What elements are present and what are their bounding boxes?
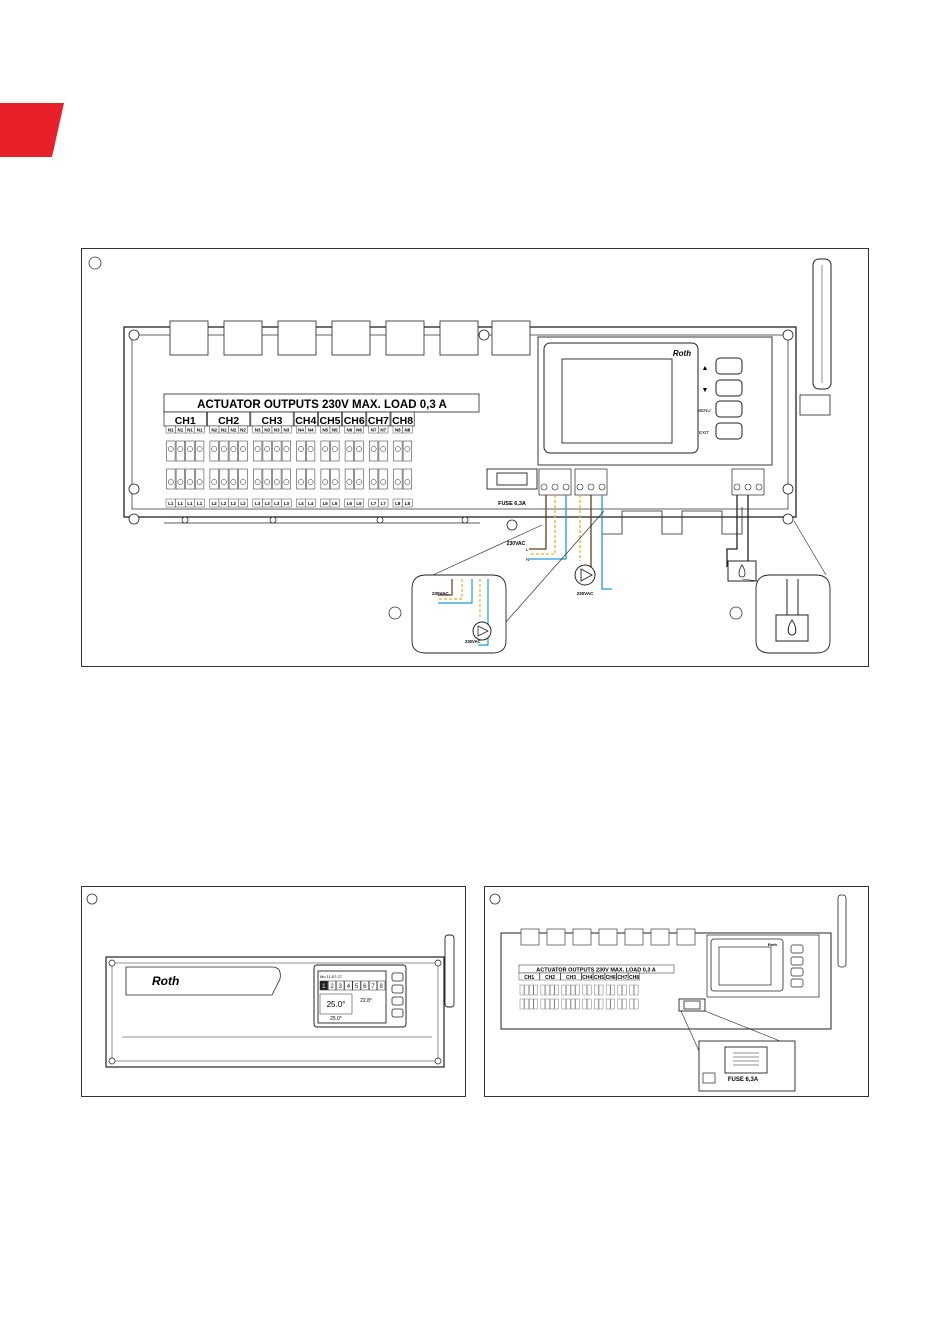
mini-channel-label: CH4 [582,975,592,981]
display-floor-temp: 25.0° [330,1016,342,1022]
n-terminal-label: N5 [332,428,338,433]
zone-number: 3 [339,984,343,990]
n-terminal-label: N3 [255,428,261,433]
n-terminal-label: N6 [356,428,362,433]
n-terminal-label: N4 [298,428,304,433]
l-terminal-label: L1 [168,501,174,506]
l-terminal-label: L4 [308,501,314,506]
l-terminal-label: L3 [255,501,261,506]
mini-channel-label: CH3 [566,975,576,981]
n-terminal-label: N1 [168,428,174,433]
l-terminal-label: L3 [284,501,290,506]
l-terminal-label: L3 [265,501,271,506]
l-terminal-label: L6 [356,501,362,506]
l-terminal-label: L2 [240,501,246,506]
figure-fuse-location: ACTUATOR OUTPUTS 230V MAX. LOAD 0,3 A CH… [484,886,869,1097]
mini-channel-label: CH5 [594,975,604,981]
channel-label-ch5: CH5 [319,415,340,427]
l-terminal-label: L8 [395,501,401,506]
n-terminal-label: N2 [231,428,237,433]
zone-number: 6 [363,984,367,990]
zone-number: 4 [347,984,351,990]
zone-number: 5 [355,984,359,990]
zone-number: 2 [330,984,334,990]
l-terminal-label: L5 [323,501,329,506]
zoom-pump-label: 230VAC [465,639,481,644]
closed-brand: Roth [152,974,179,988]
mini-channel-label: CH7 [617,975,627,981]
n-terminal-label: N7 [371,428,377,433]
channel-label-ch3: CH3 [261,415,282,427]
channel-label-ch1: CH1 [175,415,196,427]
n-terminal-label: N3 [284,428,290,433]
zone-number: 1 [322,984,326,990]
mini-channel-label: CH6 [606,975,616,981]
l-terminal-label: L3 [274,501,280,506]
n-terminal-label: N1 [197,428,203,433]
channel-label-ch6: CH6 [344,415,365,427]
n-terminal-label: N8 [395,428,401,433]
l-terminal-label: L8 [405,501,411,506]
supply-label: 230VAC [507,541,526,547]
mini-channel-label: CH8 [629,975,639,981]
l-terminal-label: L1 [187,501,193,506]
pump-label: 230VAC [577,591,594,596]
l-terminal-label: L2 [231,501,237,506]
mini-banner: ACTUATOR OUTPUTS 230V MAX. LOAD 0,3 A [536,968,655,974]
button-menu-label: MENU [697,408,710,413]
button-exit-label: EXIT [699,430,709,435]
mini-channel-label: CH1 [524,975,534,981]
n-terminal-label: N4 [308,428,314,433]
zoom-supply-label: 230VAC [432,591,449,596]
l-terminal-label: L1 [197,501,203,506]
figure-wiring-diagram: ACTUATOR OUTPUTS 230V MAX. LOAD 0,3 A CH… [81,248,869,667]
mini-channel-label: CH2 [545,975,555,981]
mini-display-brand: Roth [768,942,778,947]
display-time: Mo 11:07:27 [320,974,343,979]
l-terminal-label: L4 [298,501,304,506]
display-main-temp: 25.0° [327,1000,346,1009]
n-terminal-label: N1 [178,428,184,433]
zoom-pump-icon [472,621,492,641]
phase-l-label: L [526,547,529,552]
n-terminal-label: N1 [187,428,193,433]
zone-number: 7 [371,984,375,990]
channel-label-ch7: CH7 [368,415,389,427]
button-down-label: ▼ [702,387,709,394]
l-terminal-label: L2 [212,501,218,506]
zoom-fuse-label: FUSE 6,3A [728,1077,759,1083]
n-terminal-label: N2 [240,428,246,433]
boiler-icon [727,560,757,582]
l-terminal-label: L2 [221,501,227,506]
l-terminal-label: L7 [371,501,377,506]
n-terminal-label: N2 [221,428,227,433]
display-set-temp: 22.8° [360,998,372,1004]
zoom-boiler-icon [775,614,809,642]
display-brand: Roth [673,349,691,358]
channel-label-ch4: CH4 [295,415,316,427]
n-terminal-label: N3 [264,428,270,433]
channel-label-ch8: CH8 [392,415,413,427]
phase-n-label: N [526,557,529,562]
n-terminal-label: N7 [380,428,386,433]
section-tab [0,103,64,157]
n-terminal-label: N8 [405,428,411,433]
l-terminal-label: L5 [332,501,338,506]
pump-icon [574,564,596,586]
actuator-banner: ACTUATOR OUTPUTS 230V MAX. LOAD 0,3 A [197,399,447,411]
l-terminal-label: L1 [178,501,184,506]
n-terminal-label: N6 [347,428,353,433]
button-up-label: ▲ [702,365,709,372]
channel-label-ch2: CH2 [218,415,239,427]
n-terminal-label: N3 [274,428,280,433]
zone-number: 8 [380,984,384,990]
l-terminal-label: L6 [347,501,353,506]
n-terminal-label: N5 [322,428,328,433]
fuse-label: FUSE 6,3A [498,501,526,507]
l-terminal-label: L7 [381,501,387,506]
n-terminal-label: N2 [211,428,217,433]
